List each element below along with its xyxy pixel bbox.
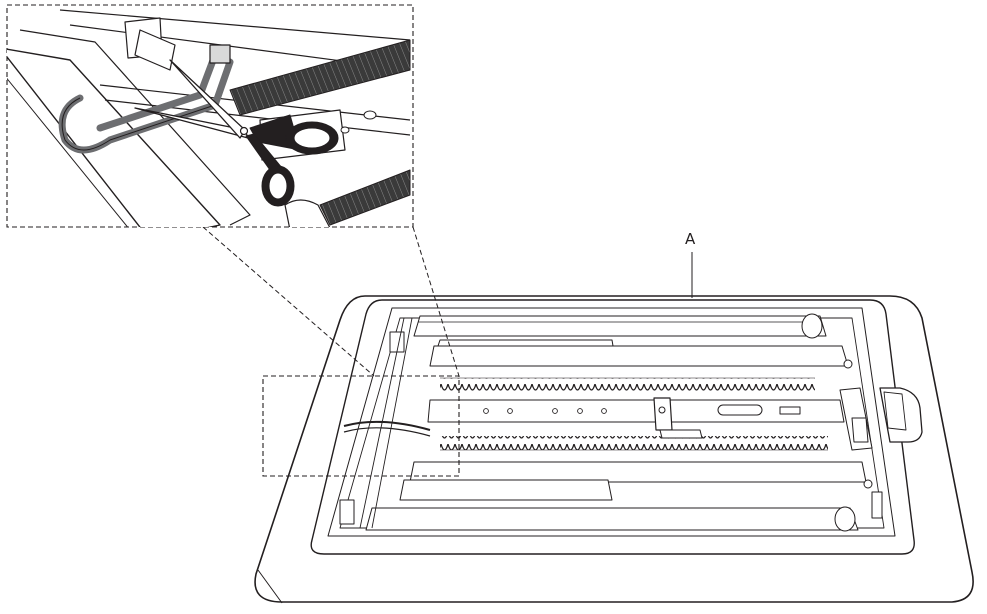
bottom-tube [365,507,859,531]
slider-block [653,397,673,431]
cable-tie [343,420,431,431]
callout-connector-line [202,226,375,377]
scissors-icon [134,59,339,207]
detail-inset [6,4,414,228]
lower-spring [440,436,828,450]
detail-region-box [262,375,460,477]
callout-label-a: A [685,230,696,248]
top-tube [413,315,827,337]
base-assembly [254,295,974,604]
callout-connector-line-2 [412,226,460,377]
inset-upper-spring [229,39,411,116]
inset-lower-spring [319,169,411,226]
upper-spring [440,378,815,392]
